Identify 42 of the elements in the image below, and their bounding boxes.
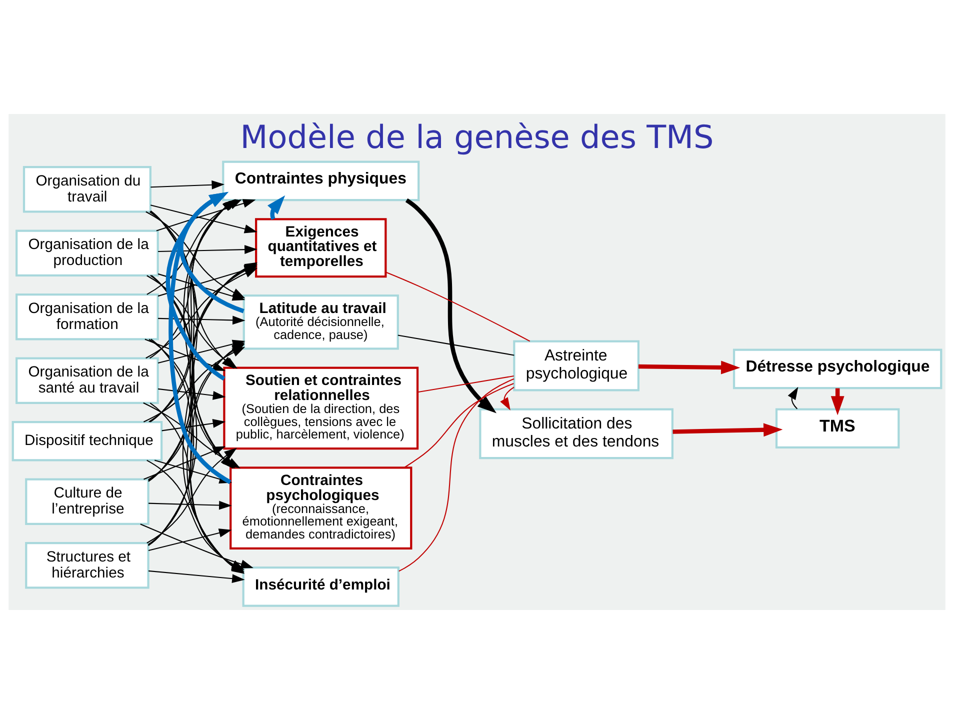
arrow xyxy=(788,386,798,409)
node-box: Sollicitation des muscles et des tendons xyxy=(479,408,674,459)
arrow xyxy=(158,388,226,400)
arrow xyxy=(148,500,232,510)
node-box: Organisation de la santé au travail xyxy=(16,356,159,404)
connector xyxy=(386,271,530,342)
arrow xyxy=(638,360,740,374)
arrow xyxy=(672,422,783,436)
node-box: Contraintes physiques xyxy=(222,160,420,201)
node-box: Détresse psychologique xyxy=(732,348,942,389)
connector xyxy=(404,382,514,468)
arrow xyxy=(148,528,232,550)
arrow xyxy=(140,523,254,568)
arrow xyxy=(162,418,226,431)
connector xyxy=(398,378,514,572)
node-box: Dispositif technique xyxy=(12,420,163,461)
arrow xyxy=(267,194,286,220)
connector xyxy=(418,375,514,392)
node-box: TMS xyxy=(775,408,900,448)
arrow xyxy=(148,570,245,583)
node-box: Culture de l’entreprise xyxy=(25,478,150,525)
arrow xyxy=(166,191,229,380)
arrow xyxy=(150,204,258,233)
node-box: Insécurité d’emploi xyxy=(242,566,400,606)
diagram-title: Modèle de la genèse des TMS xyxy=(240,117,714,156)
arrow xyxy=(150,180,224,189)
node-box: Organisation de la formation xyxy=(16,293,159,340)
arrow xyxy=(830,388,844,415)
node-box: Exigences quantitatives et temporelles xyxy=(255,218,387,278)
node-box: Contraintes psychologiques (reconnaissance, émotionnellement exigeant, demandes contradictoires) xyxy=(230,466,412,549)
connector xyxy=(398,334,514,356)
arrow xyxy=(500,386,514,410)
node-box: Latitude au travail (Autorité décisionnelle, cadence, pause) xyxy=(242,294,399,350)
arrow xyxy=(405,198,496,413)
arrow xyxy=(158,315,246,324)
node-box: Soutien et contraintes relationnelles (Soutien de la direction, des collègues, tensions avec le public, harcèlement, violence) xyxy=(223,366,419,450)
node-box: Structures et hiérarchies xyxy=(25,542,150,588)
arrow xyxy=(144,446,226,480)
node-box: Organisation de la production xyxy=(16,229,159,276)
node-box: Organisation du travail xyxy=(22,166,152,212)
arrow xyxy=(158,244,258,254)
node-box: Astreinte psychologique xyxy=(513,340,640,391)
